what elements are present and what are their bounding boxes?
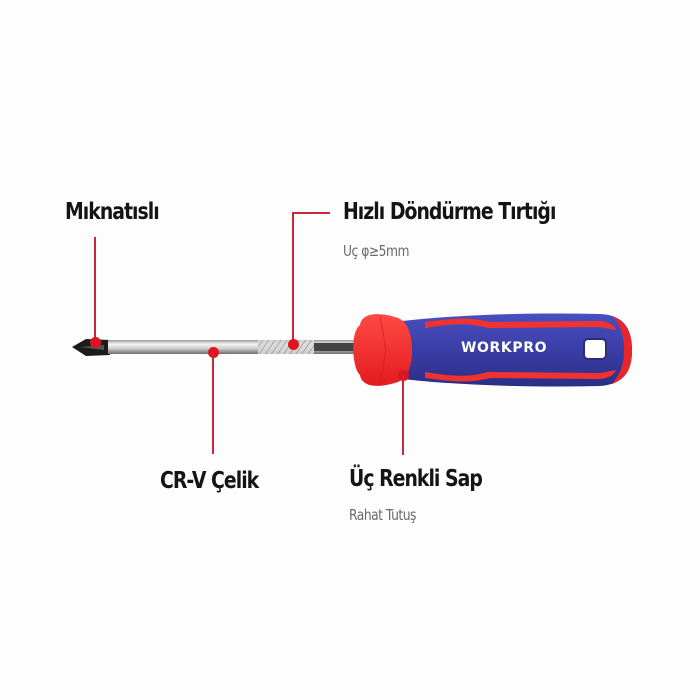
leader-dot-magnetic — [90, 337, 101, 348]
callout-magnetic-title: Mıknatıslı — [65, 199, 160, 225]
handle — [353, 313, 632, 387]
callout-handle-title: Üç Renkli Sap — [349, 466, 483, 492]
leader-line-fast-turn-h — [292, 212, 330, 214]
callout-fast-turn-title: Hızlı Döndürme Tırtığı — [343, 199, 556, 225]
callout-fast-turn-subtitle: Uç φ≥5mm — [343, 242, 409, 260]
callout-handle-subtitle: Rahat Tutuş — [349, 506, 416, 524]
brand-logo: WORKPRO — [461, 340, 548, 356]
leader-line-handle — [402, 375, 404, 455]
knurled-section — [258, 340, 314, 354]
leader-dot-fast-turn — [288, 339, 299, 350]
leader-line-crv — [212, 352, 214, 454]
callout-crv-title: CR-V Çelik — [160, 468, 259, 494]
leader-line-magnetic — [94, 237, 96, 343]
leader-line-fast-turn-v — [292, 212, 294, 344]
hang-hole — [583, 338, 607, 360]
